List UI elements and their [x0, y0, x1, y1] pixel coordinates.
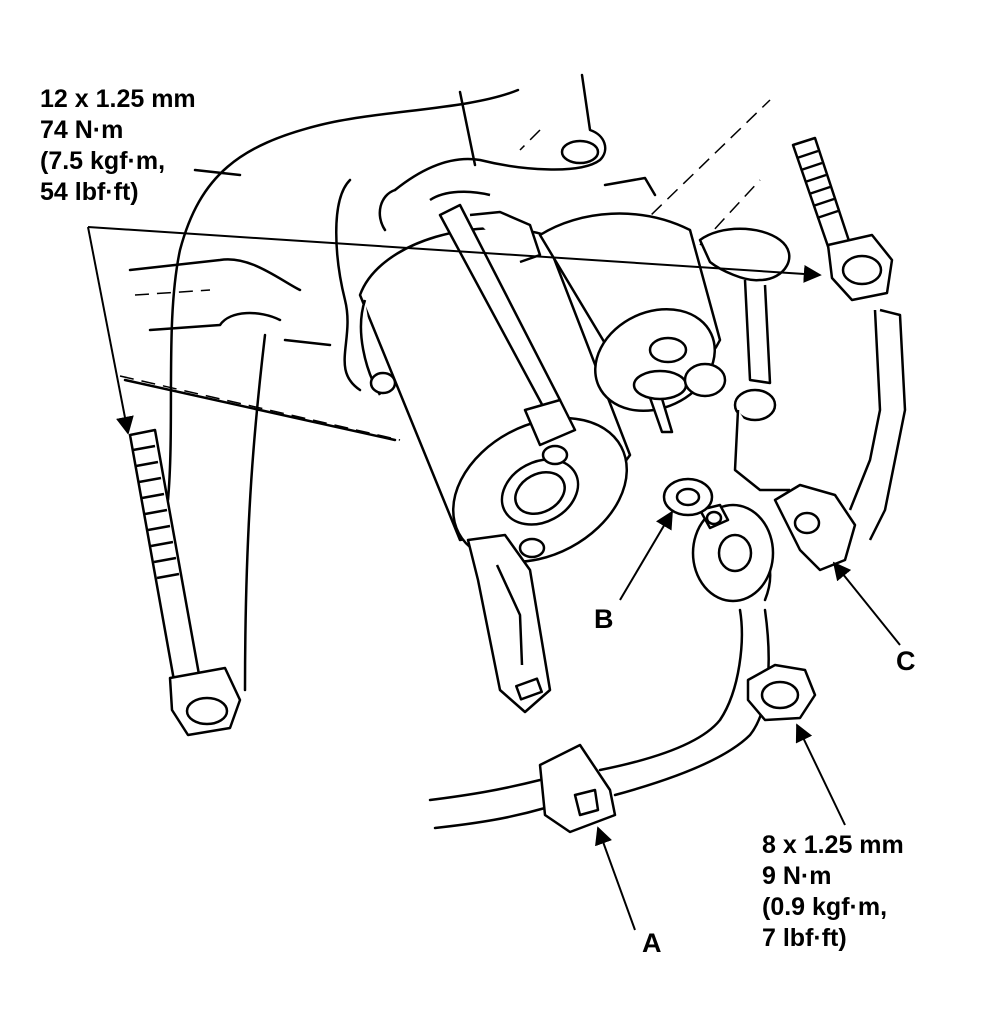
small-nut-torque-nm: 9 N·m — [762, 862, 832, 890]
callout-c: C — [896, 646, 916, 676]
flange-bolt — [128, 428, 242, 737]
small-nut-torque-kgf: (0.9 kgf·m, — [762, 893, 888, 921]
engine-block-outline — [123, 73, 657, 692]
callout-a: A — [642, 928, 662, 958]
starter-motor — [358, 190, 727, 714]
large-bolt-torque-lbf: 54 lbf·ft) — [40, 178, 139, 206]
small-nut-spec: 8 x 1.25 mm 9 N·m (0.9 kgf·m, 7 lbf·ft) — [762, 830, 904, 954]
flange-nut — [746, 663, 817, 722]
large-bolt-torque-kgf: (7.5 kgf·m, — [40, 147, 166, 175]
callout-b: B — [594, 604, 614, 634]
small-nut-size: 8 x 1.25 mm — [762, 831, 904, 859]
leader-lines — [87, 226, 901, 931]
terminal-ring-b — [662, 477, 714, 517]
starter-cable — [428, 503, 775, 834]
large-bolt-spec: 12 x 1.25 mm 74 N·m (7.5 kgf·m, 54 lbf·f… — [40, 84, 196, 208]
large-bolt-size: 12 x 1.25 mm — [40, 85, 196, 113]
connector-c — [698, 227, 907, 572]
small-nut-torque-lbf: 7 lbf·ft) — [762, 924, 847, 952]
flange-bolt-upper — [791, 136, 894, 302]
large-bolt-torque-nm: 74 N·m — [40, 116, 124, 144]
